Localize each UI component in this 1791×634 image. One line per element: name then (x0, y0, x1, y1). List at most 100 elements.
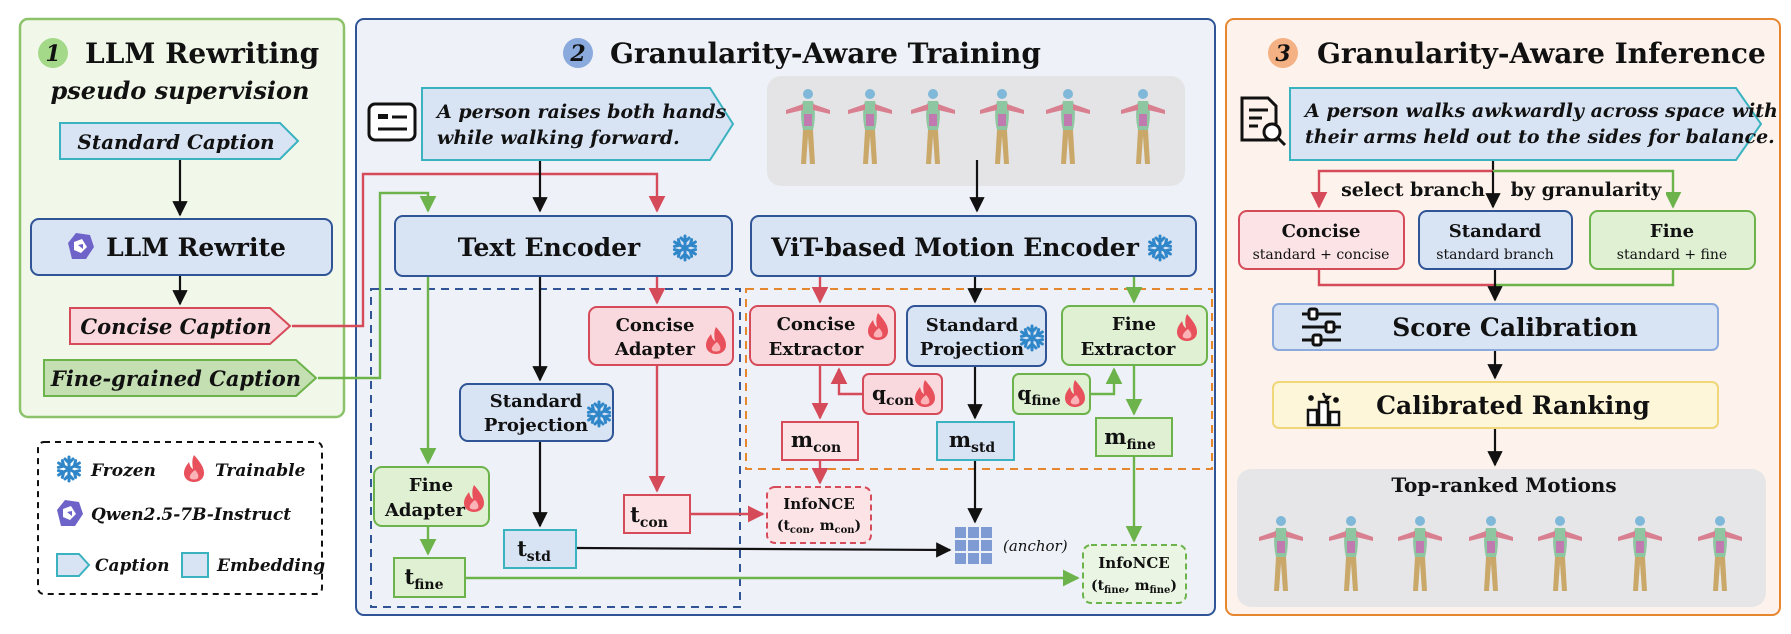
anchor-label: (anchor) (1003, 537, 1068, 555)
fine-adapter-line1: Fine (409, 475, 453, 496)
section3-title: Granularity-Aware Inference (1317, 37, 1766, 70)
section-inference: 3 Granularity-Aware Inference A person w… (1225, 18, 1781, 616)
concise-extractor-box (749, 305, 896, 366)
legend-frozen: Frozen (90, 461, 156, 481)
t-fine-box (393, 557, 466, 598)
fine-merge-route (1495, 270, 1675, 287)
inference-example-caption (1289, 87, 1763, 161)
motion-encoder-label: ViT-based Motion Encoder (770, 233, 1140, 262)
top-ranked-label: Top-ranked Motions (1391, 473, 1616, 497)
fine-extractor-line1: Fine (1112, 314, 1156, 335)
concise-merge-route (1317, 270, 1495, 287)
branch-right-route (1493, 169, 1682, 209)
text-encoder-label: Text Encoder (458, 233, 641, 262)
legend-embedding: Embedding (216, 556, 325, 576)
concise-caption-tag (69, 307, 292, 345)
score-calibration-box (1272, 303, 1719, 351)
t-std-label: tstd (517, 536, 551, 565)
m-std-label: mstd (949, 427, 996, 456)
m-fine-box (1095, 417, 1173, 457)
sliders-icon (1302, 307, 1341, 347)
legend-qwen: Qwen2.5-7B-Instruct (91, 505, 291, 525)
score-calibration-label: Score Calibration (1392, 313, 1638, 342)
training-example-line2: while walking forward. (437, 127, 680, 149)
t-con-box (623, 494, 691, 534)
text-branch-region (370, 288, 741, 608)
section-llm-rewriting: 1 LLM Rewriting pseudo supervision Stand… (18, 17, 346, 419)
route-concise-caption (292, 172, 666, 328)
training-example-caption (421, 87, 735, 161)
text-standard-projection-line2: Projection (484, 415, 588, 436)
fine-branch-box (1589, 210, 1756, 270)
q-fine-label: qfine (1017, 381, 1060, 409)
t-fine-label: tfine (405, 564, 444, 593)
infonce-con-title: InfoNCE (783, 495, 854, 513)
infonce-fine-title: InfoNCE (1098, 554, 1169, 572)
section2-number: 2 (569, 41, 585, 67)
fine-branch-sub: standard + fine (1617, 247, 1727, 263)
text-standard-projection-line1: Standard (490, 391, 583, 412)
concise-adapter-box (588, 306, 734, 366)
legend: Frozen Trainable Qwen2.5-7B-Instruct Cap… (37, 441, 325, 595)
motion-encoder-box (750, 215, 1197, 277)
fine-caption-tag (43, 359, 318, 397)
motion-standard-projection-box (906, 305, 1047, 367)
caption-swatch-icon (56, 553, 91, 577)
training-example-line1: A person raises both hands (435, 101, 727, 123)
arrow-qfine-to-extractor (1090, 367, 1123, 396)
t-std-box (503, 529, 577, 569)
concise-branch-box (1238, 210, 1405, 270)
infonce-con-box (766, 486, 872, 544)
concise-adapter-line1: Concise (616, 315, 695, 336)
concise-branch-sub: standard + concise (1253, 247, 1390, 263)
query-search-icon (1240, 96, 1287, 147)
legend-box (37, 441, 323, 595)
embedding-swatch-icon (181, 552, 209, 578)
anchor-grid-icon (955, 527, 992, 564)
standard-branch-sub: standard branch (1436, 247, 1553, 263)
section2-title: Granularity-Aware Training (610, 37, 1041, 70)
section1-number: 1 (45, 41, 60, 67)
m-con-label: mcon (791, 427, 841, 456)
text-encoder-box (394, 215, 733, 277)
q-con-label: qcon (872, 381, 914, 409)
standard-branch-box (1418, 210, 1573, 270)
fine-adapter-box (373, 466, 490, 527)
section-training: 2 Granularity-Aware Training A person ra… (292, 18, 1216, 616)
concise-branch-title: Concise (1282, 221, 1361, 242)
m-std-box (936, 421, 1015, 461)
fine-caption-label: Fine-grained Caption (50, 366, 301, 391)
caption-doc-icon (367, 102, 417, 142)
section1-number-badge (38, 38, 68, 68)
standard-caption-tag (59, 122, 300, 160)
inference-example-line1: A person walks awkwardly across space wi… (1303, 100, 1778, 122)
section2-number-badge (563, 38, 593, 68)
llm-rewrite-box (30, 218, 333, 276)
fine-extractor-line2: Extractor (1081, 339, 1176, 360)
concise-extractor-line1: Concise (777, 314, 856, 335)
fine-adapter-line2: Adapter (384, 500, 466, 521)
llm-rewrite-label: LLM Rewrite (106, 233, 286, 262)
motion-standard-projection-line1: Standard (926, 315, 1019, 336)
motion-standard-projection-line2: Projection (920, 339, 1024, 360)
inference-example-line2: their arms held out to the sides for bal… (1305, 126, 1775, 148)
section3-number-badge (1268, 38, 1298, 68)
calibrated-ranking-label: Calibrated Ranking (1376, 391, 1650, 420)
section1-subtitle: pseudo supervision (51, 76, 310, 105)
route-fine-caption (318, 191, 437, 380)
ranking-podium-icon (1306, 392, 1341, 427)
infonce-fine-box (1082, 544, 1187, 604)
by-granularity-label: by granularity (1511, 179, 1663, 201)
arrow-tstd-to-anchor (576, 542, 952, 558)
m-con-box (781, 421, 859, 461)
section3-number: 3 (1275, 41, 1290, 67)
arrow-qcon-to-extractor (830, 367, 863, 396)
legend-trainable: Trainable (215, 461, 306, 481)
section1-title: LLM Rewriting (85, 37, 319, 70)
branch-left-route (1310, 169, 1493, 209)
t-con-label: tcon (630, 502, 668, 531)
fine-branch-title: Fine (1650, 221, 1694, 242)
standard-branch-title: Standard (1449, 221, 1542, 242)
fine-extractor-box (1061, 305, 1208, 366)
legend-caption: Caption (95, 556, 169, 576)
